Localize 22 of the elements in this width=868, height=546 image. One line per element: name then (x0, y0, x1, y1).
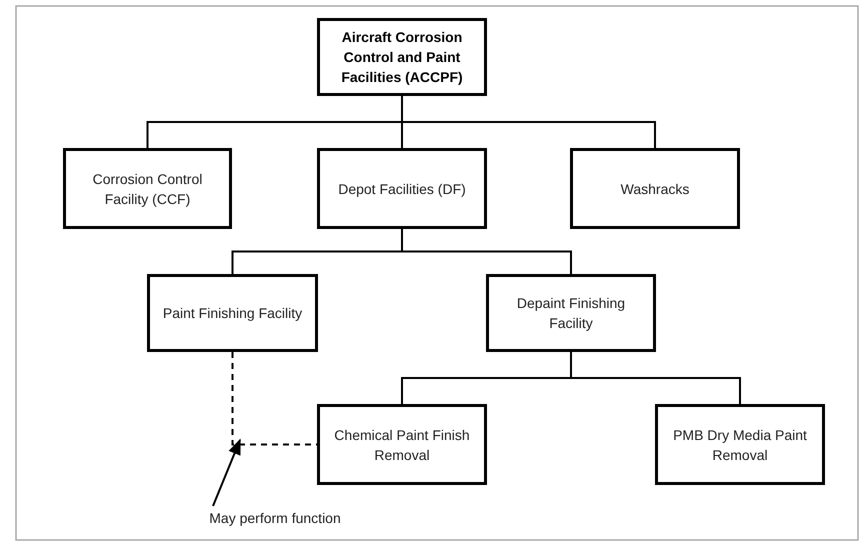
node-label: Paint Finishing Facility (162, 304, 302, 323)
connector-line (401, 229, 572, 274)
process-box (486, 274, 656, 352)
process-box (317, 404, 487, 485)
root-box (317, 18, 487, 96)
leader-arrow (212, 438, 241, 506)
process-box (655, 404, 825, 485)
annotation-text: May perform function (209, 509, 341, 528)
node-label: Aircraft Corrosion Control and Paint Facilities (ACCPF) (340, 28, 464, 87)
process-box (570, 148, 740, 229)
connector-line (570, 352, 741, 404)
node-label: Depot Facilities (DF) (338, 180, 466, 198)
connector-line (401, 96, 656, 148)
dashed-connector (232, 352, 317, 446)
node-label: Chemical Paint Finish Removal (333, 426, 471, 464)
process-box (317, 148, 487, 229)
node-label: PMB Dry Media Paint Removal (672, 426, 808, 464)
node-label: Depaint Finishing Facility (516, 294, 626, 333)
process-box (147, 274, 318, 352)
node-label: Washracks (620, 180, 690, 198)
node-label: Corrosion Control Facility (CCF) (92, 170, 204, 208)
process-box (63, 148, 232, 229)
